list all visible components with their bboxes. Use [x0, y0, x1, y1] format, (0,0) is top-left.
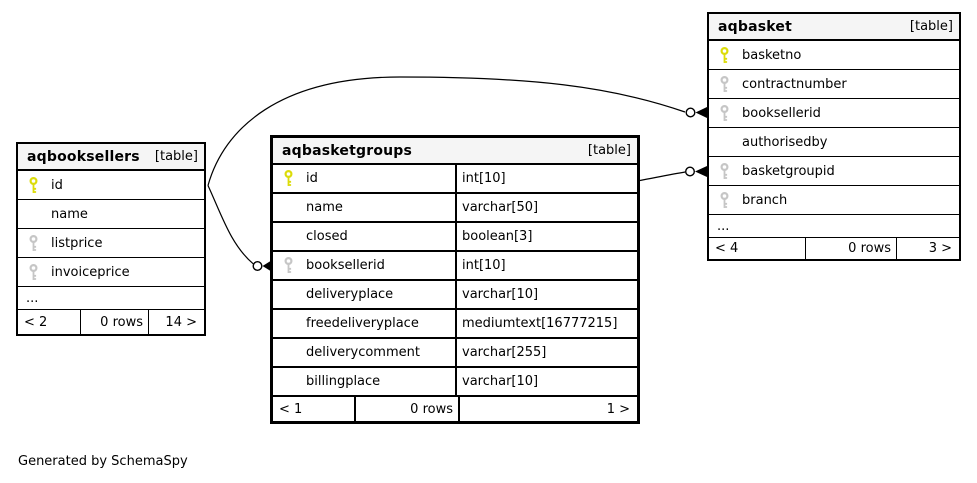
column-name: deliveryplace: [306, 287, 394, 302]
table-type-label: [table]: [587, 143, 631, 158]
table-node-aqbasket[interactable]: aqbasket [table] basketno contractnumber…: [707, 12, 961, 261]
column-name: closed: [306, 229, 348, 244]
table-type-label: [table]: [909, 19, 953, 34]
column-name: freedeliveryplace: [306, 316, 419, 331]
column-row: deliveryplace varchar[10]: [273, 281, 637, 310]
table-footer: < 2 0 rows 14 >: [18, 310, 204, 334]
column-type: varchar[10]: [462, 374, 539, 389]
children-count: < 2: [24, 314, 48, 330]
column-row: basketgroupid: [709, 157, 959, 186]
primary-key-icon: [717, 46, 732, 64]
edge-aqbooksellers-to-aqbasketgroups: [207, 185, 271, 272]
column-type: boolean[3]: [462, 229, 533, 244]
parents-count: 14 >: [148, 310, 204, 334]
column-row: closed boolean[3]: [273, 223, 637, 252]
column-row: listprice: [18, 229, 204, 258]
column-name: booksellerid: [306, 258, 385, 273]
primary-key-icon: [281, 170, 296, 187]
column-row: id int[10]: [273, 165, 637, 194]
column-type: varchar[50]: [462, 200, 539, 215]
column-row: deliverycomment varchar[255]: [273, 339, 637, 368]
column-row: booksellerid int[10]: [273, 252, 637, 281]
table-name: aqbasketgroups: [282, 142, 413, 159]
parents-count: 1 >: [458, 397, 637, 421]
index-key-icon: [26, 234, 41, 252]
column-row: booksellerid: [709, 99, 959, 128]
children-count: < 4: [715, 241, 739, 256]
edge-aqbasketgroups-to-aqbasket: [639, 166, 707, 182]
column-name: id: [51, 177, 63, 193]
column-row: billingplace varchar[10]: [273, 368, 637, 397]
column-name: deliverycomment: [306, 345, 420, 360]
table-name: aqbasket: [718, 18, 792, 35]
table-node-aqbasketgroups[interactable]: aqbasketgroups [table] id int[10] name v…: [270, 135, 640, 424]
table-node-aqbooksellers[interactable]: aqbooksellers [table] id name listprice …: [16, 142, 206, 336]
column-name: billingplace: [306, 374, 381, 389]
index-key-icon: [26, 263, 41, 281]
column-row: contractnumber: [709, 70, 959, 99]
column-type: varchar[10]: [462, 287, 539, 302]
column-row: name: [18, 200, 204, 229]
index-key-icon: [281, 257, 296, 274]
index-key-icon: [717, 75, 732, 93]
column-name: authorisedby: [742, 134, 828, 150]
column-name: basketgroupid: [742, 163, 835, 179]
column-row: authorisedby: [709, 128, 959, 157]
column-row: invoiceprice: [18, 258, 204, 287]
index-key-icon: [717, 104, 732, 122]
table-header: aqbasketgroups [table]: [273, 138, 637, 165]
table-header: aqbooksellers [table]: [18, 144, 204, 171]
children-count: < 1: [279, 401, 303, 417]
column-row: freedeliveryplace mediumtext[16777215]: [273, 310, 637, 339]
table-name: aqbooksellers: [27, 148, 140, 165]
table-header: aqbasket [table]: [709, 14, 959, 41]
column-row: id: [18, 171, 204, 200]
more-columns-row: ...: [18, 287, 204, 310]
column-type: mediumtext[16777215]: [462, 316, 618, 331]
generated-by-note: Generated by SchemaSpy: [18, 454, 188, 469]
row-count: 0 rows: [354, 397, 458, 421]
row-count: 0 rows: [80, 310, 148, 334]
column-row: branch: [709, 186, 959, 215]
column-name: name: [51, 206, 88, 222]
more-columns-row: ...: [709, 215, 959, 238]
column-name: listprice: [51, 235, 103, 251]
column-name: branch: [742, 192, 788, 208]
column-name: name: [306, 200, 343, 215]
column-type: int[10]: [462, 171, 506, 186]
column-row: basketno: [709, 41, 959, 70]
column-name: booksellerid: [742, 105, 821, 121]
table-type-label: [table]: [154, 149, 198, 164]
parents-count: 3 >: [896, 238, 959, 259]
column-name: contractnumber: [742, 76, 847, 92]
primary-key-icon: [26, 176, 41, 194]
table-footer: < 4 0 rows 3 >: [709, 238, 959, 259]
index-key-icon: [717, 162, 732, 180]
column-name: id: [306, 171, 318, 186]
column-type: varchar[255]: [462, 345, 547, 360]
column-name: basketno: [742, 47, 802, 63]
table-footer: < 1 0 rows 1 >: [273, 397, 637, 421]
index-key-icon: [717, 191, 732, 209]
column-name: invoiceprice: [51, 264, 130, 280]
column-row: name varchar[50]: [273, 194, 637, 223]
column-type: int[10]: [462, 258, 506, 273]
row-count: 0 rows: [805, 238, 896, 259]
